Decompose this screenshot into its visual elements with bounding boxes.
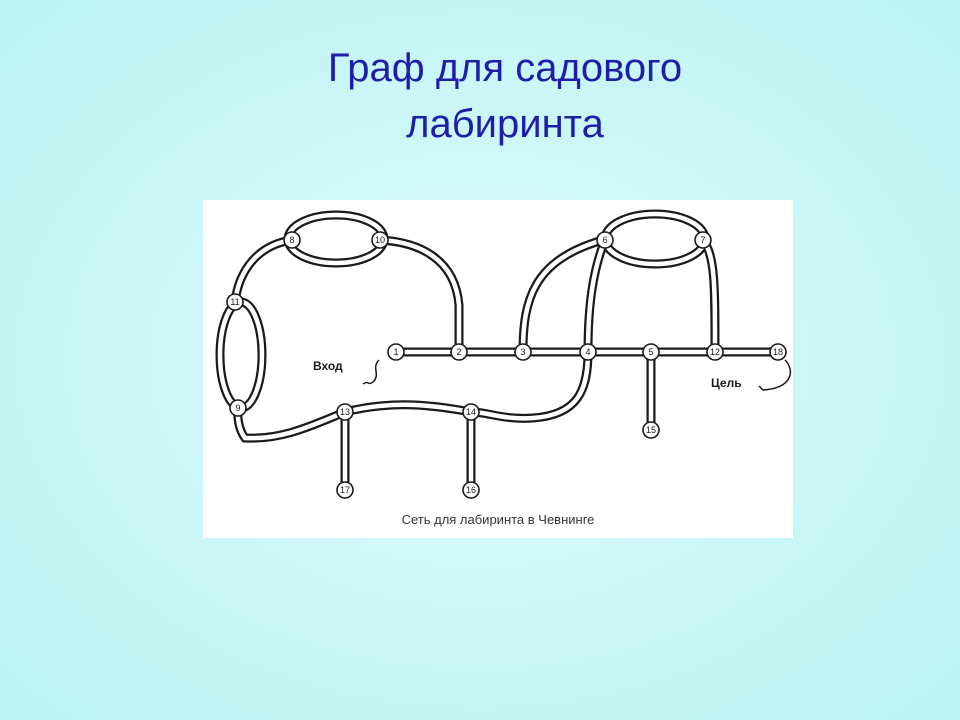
svg-text:16: 16: [466, 485, 476, 495]
svg-text:15: 15: [646, 425, 656, 435]
svg-text:2: 2: [456, 347, 461, 357]
entrance-pointer: [362, 359, 380, 385]
node-9: 9: [229, 399, 247, 417]
goal-label: Цель: [711, 376, 742, 390]
svg-text:12: 12: [710, 347, 720, 357]
node-1: 1: [387, 343, 405, 361]
svg-text:13: 13: [340, 407, 350, 417]
svg-text:1: 1: [393, 347, 398, 357]
node-5: 5: [642, 343, 660, 361]
node-4: 4: [579, 343, 597, 361]
svg-text:9: 9: [235, 403, 240, 413]
svg-text:18: 18: [773, 347, 783, 357]
svg-text:10: 10: [375, 235, 385, 245]
maze-paths-inner: [217, 211, 781, 493]
slide-title: Граф для садового лабиринта: [0, 40, 960, 152]
svg-text:5: 5: [648, 347, 653, 357]
node-18: 18: [769, 343, 787, 361]
svg-text:17: 17: [340, 485, 350, 495]
node-13: 13: [336, 403, 354, 421]
maze-graph-svg: Вход Цель 1 2 3 4 5: [215, 209, 792, 527]
node-14: 14: [462, 403, 480, 421]
node-6: 6: [596, 231, 614, 249]
node-7: 7: [694, 231, 712, 249]
svg-text:6: 6: [602, 235, 607, 245]
maze-graph-diagram: Вход Цель 1 2 3 4 5: [203, 200, 793, 538]
node-15: 15: [642, 421, 660, 439]
goal-pointer: [758, 359, 792, 391]
node-2: 2: [450, 343, 468, 361]
svg-text:11: 11: [230, 297, 239, 307]
title-line-2: лабиринта: [406, 102, 604, 146]
node-12: 12: [706, 343, 724, 361]
svg-text:8: 8: [289, 235, 294, 245]
node-11: 11: [226, 293, 244, 311]
diagram-caption: Сеть для лабиринта в Чевнинге: [402, 512, 595, 527]
node-3: 3: [514, 343, 532, 361]
svg-text:4: 4: [585, 347, 590, 357]
node-8: 8: [283, 231, 301, 249]
svg-text:7: 7: [700, 235, 705, 245]
entrance-label: Вход: [313, 359, 343, 373]
svg-text:3: 3: [520, 347, 525, 357]
node-17: 17: [336, 481, 354, 499]
svg-text:14: 14: [466, 407, 476, 417]
node-16: 16: [462, 481, 480, 499]
graph-nodes: 1 2 3 4 5 6 7: [226, 231, 787, 499]
node-10: 10: [371, 231, 389, 249]
title-line-1: Граф для садового: [327, 46, 683, 90]
